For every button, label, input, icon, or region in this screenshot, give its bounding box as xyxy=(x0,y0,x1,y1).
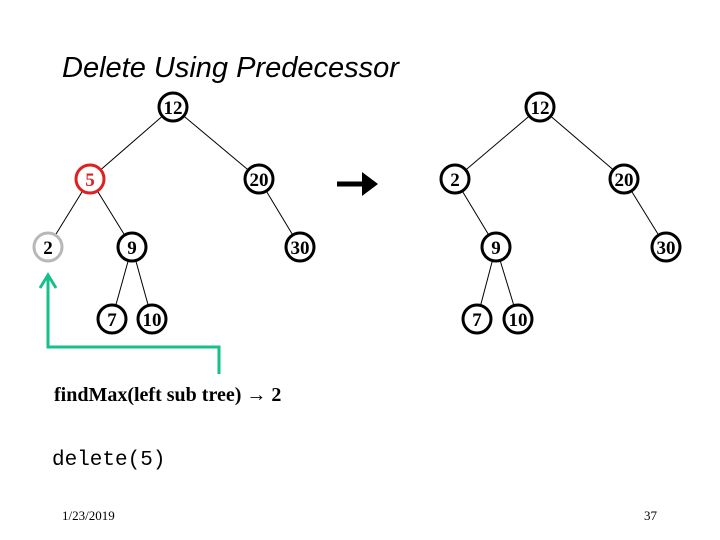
node-label: 5 xyxy=(85,170,95,191)
transform-arrow-icon xyxy=(337,172,378,196)
tree-edge xyxy=(265,190,294,236)
node-circle xyxy=(608,163,640,195)
tree-node-9: 9 xyxy=(480,231,512,263)
tree-edge xyxy=(115,260,129,306)
tree-node-30: 30 xyxy=(284,231,316,263)
tree-edge xyxy=(135,260,149,306)
tree-node-20: 20 xyxy=(608,163,640,195)
tree-edge xyxy=(183,115,249,171)
tree-node-2: 2 xyxy=(32,231,64,263)
tree-edge xyxy=(465,115,530,171)
node-label: 20 xyxy=(615,170,634,191)
tree-edge xyxy=(96,190,126,236)
node-circle xyxy=(439,163,471,195)
node-circle xyxy=(96,303,128,335)
tree-node-20: 20 xyxy=(243,163,275,195)
tree-node-10: 10 xyxy=(136,303,168,335)
tree-nodes: 12 5 20 2 9 30 7 10 12 2 20 9 30 7 10 xyxy=(32,91,682,335)
node-label: 9 xyxy=(127,238,137,259)
tree-edge xyxy=(499,260,515,306)
tree-node-7: 7 xyxy=(96,303,128,335)
tree-node-12: 12 xyxy=(157,91,189,123)
node-label: 7 xyxy=(472,310,482,331)
node-circle xyxy=(284,231,316,263)
node-circle xyxy=(157,91,189,123)
node-label: 30 xyxy=(657,238,676,259)
node-label: 2 xyxy=(43,238,53,259)
tree-node-9: 9 xyxy=(116,231,148,263)
predecessor-pointer-arrow xyxy=(38,272,221,374)
tree-edge xyxy=(480,260,493,306)
tree-edge xyxy=(54,190,84,236)
tree-edge xyxy=(550,115,614,171)
tree-edge xyxy=(100,115,163,171)
delete-call-code: delete(5) xyxy=(52,449,166,472)
tree-node-2: 2 xyxy=(439,163,471,195)
footer-date: 1/23/2019 xyxy=(62,508,115,523)
node-label: 12 xyxy=(164,98,183,119)
node-circle xyxy=(480,231,512,263)
tree-node-7: 7 xyxy=(461,303,493,335)
slide-title: Delete Using Predecessor xyxy=(62,52,399,84)
node-label: 12 xyxy=(531,98,550,119)
find-max-annotation: findMax(left sub tree) → 2 xyxy=(54,384,282,406)
node-label: 9 xyxy=(491,238,501,259)
node-circle xyxy=(243,163,275,195)
node-circle xyxy=(461,303,493,335)
node-circle xyxy=(116,231,148,263)
node-label: 20 xyxy=(250,170,269,191)
node-circle xyxy=(524,91,556,123)
node-label: 7 xyxy=(107,310,117,331)
node-circle xyxy=(502,303,534,335)
tree-edges xyxy=(54,115,660,306)
tree-node-5: 5 xyxy=(74,163,106,195)
node-circle xyxy=(136,303,168,335)
page-number: 37 xyxy=(644,508,657,523)
node-circle xyxy=(74,163,106,195)
tree-node-30: 30 xyxy=(650,231,682,263)
node-circle xyxy=(32,231,64,263)
node-label: 10 xyxy=(143,310,162,331)
node-circle xyxy=(650,231,682,263)
node-label: 2 xyxy=(450,170,460,191)
tree-node-12: 12 xyxy=(524,91,556,123)
tree-node-10: 10 xyxy=(502,303,534,335)
node-label: 10 xyxy=(509,310,528,331)
tree-edge xyxy=(630,190,660,236)
tree-edge xyxy=(461,190,490,236)
node-label: 30 xyxy=(291,238,310,259)
